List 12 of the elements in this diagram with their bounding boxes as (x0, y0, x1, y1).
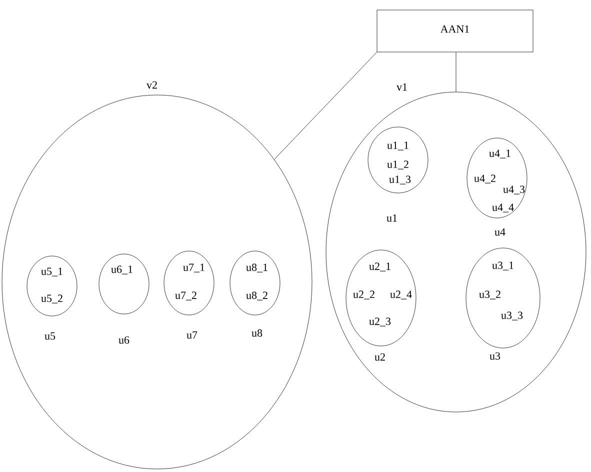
process-box: AAN1 (376, 10, 534, 52)
node-label: u7 (186, 331, 198, 339)
node-label: v2 (146, 81, 157, 89)
node-label: u5 (44, 332, 56, 340)
node-label: u3 (490, 352, 500, 360)
connector-line (274, 52, 377, 160)
node-label: v1 (396, 83, 407, 91)
node-label: u8 (252, 329, 262, 337)
node-label: u2 (374, 353, 385, 361)
node-label: u1 (386, 214, 397, 222)
node-label: u6 (118, 336, 130, 344)
node-label: u4 (494, 228, 506, 236)
